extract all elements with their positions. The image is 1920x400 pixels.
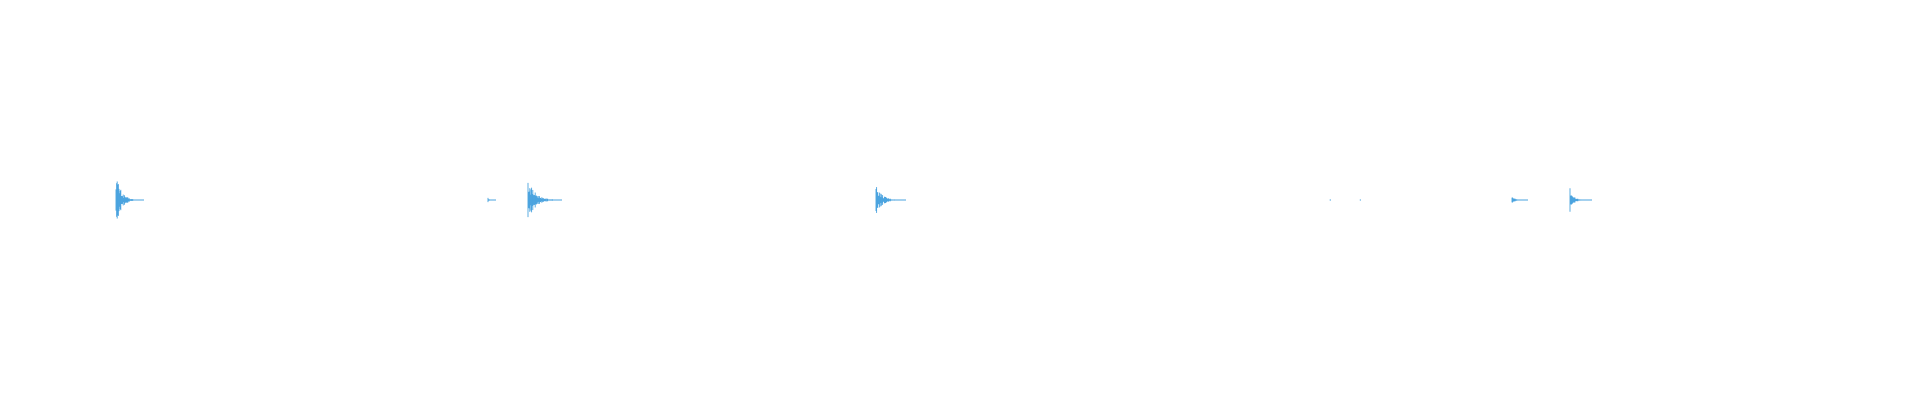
waveform-transient-1 xyxy=(115,181,145,219)
waveform-transient-3 xyxy=(527,182,563,218)
waveform-transient-5 xyxy=(1329,199,1331,201)
waveform-events xyxy=(115,181,1593,219)
waveform-transient-7 xyxy=(1511,197,1528,203)
waveform-transient-2 xyxy=(487,197,496,203)
waveform-transient-8 xyxy=(1569,188,1593,212)
waveform-transient-4 xyxy=(875,187,906,213)
waveform-transient-6 xyxy=(1359,199,1361,201)
